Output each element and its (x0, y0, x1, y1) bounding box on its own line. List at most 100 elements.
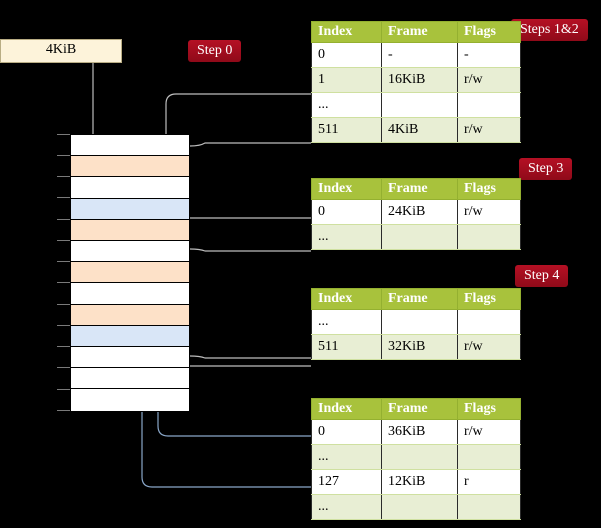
table-cell: 36KiB (381, 419, 458, 445)
memory-frame-row (71, 198, 189, 220)
table-row: ... (311, 92, 521, 118)
memory-tick (57, 410, 70, 411)
memory-tick (57, 367, 70, 368)
table-header-index: Index (311, 178, 382, 200)
table-cell: - (457, 42, 521, 68)
memory-tick (57, 240, 70, 241)
table-row: ... (311, 309, 521, 335)
memory-tick (57, 176, 70, 177)
table-cell (381, 309, 458, 335)
table-cell: 32KiB (381, 334, 458, 360)
table-row: ... (311, 224, 521, 250)
table-cell: ... (311, 309, 382, 335)
table-cell: 0 (311, 42, 382, 68)
table-cell: 24KiB (381, 199, 458, 225)
table-header-index: Index (311, 21, 382, 43)
wire-step3 (175, 217, 311, 258)
table-cell (457, 309, 521, 335)
memory-frame-row (71, 219, 189, 241)
table-cell (381, 224, 458, 250)
memory-frame-row (71, 262, 189, 284)
source-page-label: 4KiB (45, 42, 77, 57)
table-header-flags: Flags (457, 398, 521, 420)
table-cell: 0 (311, 199, 382, 225)
physical-memory-column (70, 134, 190, 412)
table-cell (457, 92, 521, 118)
table-cell: 127 (311, 469, 382, 495)
table-header-frame: Frame (381, 288, 458, 310)
memory-frame-row (71, 368, 189, 390)
table-cell (381, 92, 458, 118)
memory-frame-row (71, 177, 189, 199)
memory-frame-row (71, 304, 189, 326)
wire-to-table2 (189, 355, 311, 359)
table-cell: r/w (457, 117, 521, 143)
table-cell (381, 444, 458, 470)
table-cell: ... (311, 444, 382, 470)
memory-tick (57, 346, 70, 347)
step-badge-0: Step 0 (188, 40, 242, 62)
step-badge-1-2: Steps 1&2 (511, 19, 588, 41)
table-cell: 12KiB (381, 469, 458, 495)
table-cell: 16KiB (381, 67, 458, 93)
table-cell: ... (311, 224, 382, 250)
table-cell (457, 494, 521, 520)
source-page-block: 4KiB (0, 39, 122, 63)
table-row: ... (311, 444, 521, 470)
memory-tick (57, 197, 70, 198)
memory-frame-row (71, 283, 189, 305)
table-cell: - (381, 42, 458, 68)
memory-tick (57, 282, 70, 283)
step-badge-4: Step 4 (515, 265, 569, 287)
memory-tick (57, 325, 70, 326)
table-header-frame: Frame (381, 21, 458, 43)
table-header-flags: Flags (457, 178, 521, 200)
table-cell: 1 (311, 67, 382, 93)
step-badge-3: Step 3 (519, 158, 573, 180)
wire-to-table1 (189, 248, 311, 252)
memory-tick (57, 389, 70, 390)
table-header-index: Index (311, 398, 382, 420)
table-header-index: Index (311, 288, 382, 310)
table-cell (457, 224, 521, 250)
table-cell: ... (311, 92, 382, 118)
memory-tick (57, 304, 70, 305)
memory-frame-row (71, 135, 189, 157)
table-header-frame: Frame (381, 398, 458, 420)
memory-frame-row (71, 389, 189, 411)
memory-frame-row (71, 325, 189, 347)
table-row: ... (311, 494, 521, 520)
table-cell: 511 (311, 334, 382, 360)
table-cell: 511 (311, 117, 382, 143)
memory-tick (57, 219, 70, 220)
table-cell (457, 444, 521, 470)
table-cell: r/w (457, 199, 521, 225)
table-header-flags: Flags (457, 21, 521, 43)
memory-tick (57, 155, 70, 156)
table-header-frame: Frame (381, 178, 458, 200)
table-cell: r/w (457, 419, 521, 445)
table-cell: 0 (311, 419, 382, 445)
wire-to-table0 (189, 142, 311, 147)
table-cell: 4KiB (381, 117, 458, 143)
table-cell: r (457, 469, 521, 495)
memory-frame-row (71, 240, 189, 263)
memory-tick (57, 261, 70, 262)
table-cell: r/w (457, 334, 521, 360)
table-cell: ... (311, 494, 382, 520)
wire-step4 (173, 329, 311, 367)
memory-frame-row (71, 156, 189, 178)
memory-tick (57, 134, 70, 135)
table-cell: r/w (457, 67, 521, 93)
memory-frame-row (71, 346, 189, 369)
